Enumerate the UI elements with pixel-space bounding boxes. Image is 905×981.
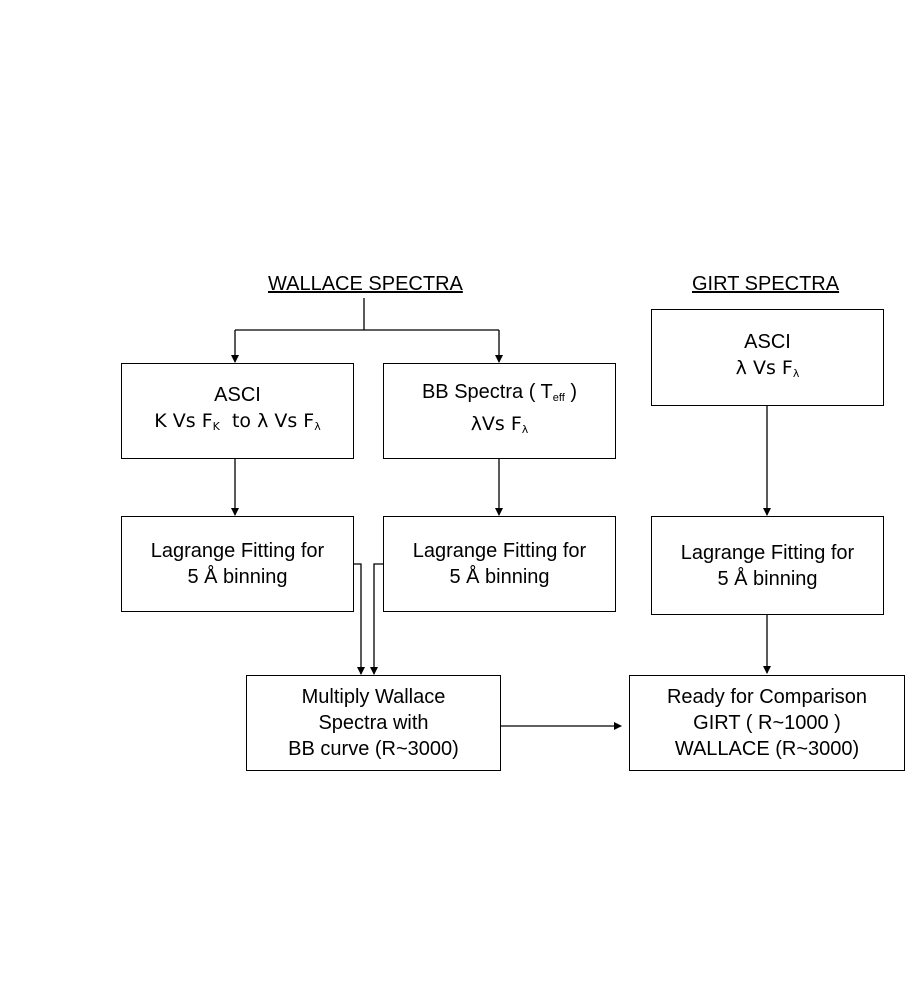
wallace-asci-title: ASCI <box>214 384 261 406</box>
wallace-spectra-heading: WALLACE SPECTRA <box>268 273 463 295</box>
multiply-wallace-box: Multiply Wallace Spectra with BB curve (… <box>246 675 501 771</box>
lagrange-fitting-right-box: Lagrange Fitting for 5 Å binning <box>651 516 884 615</box>
flowchart: WALLACE SPECTRA GIRT SPECTRA ASCI K Vs F… <box>121 273 905 771</box>
girt-asci-title: ASCI <box>744 330 791 353</box>
lagrange-fitting-left-box: Lagrange Fitting for 5 Å binning <box>121 516 354 612</box>
bb-spectra-box: BB Spectra ( Teff ) λVs Fλ <box>383 363 616 459</box>
bb-spectra-axes: λVs Fλ <box>470 413 529 436</box>
girt-asci-axes: λ Vs Fλ <box>735 356 800 380</box>
connector-lines <box>231 298 771 730</box>
wallace-asci-conversion: K Vs FK to λ Vs Fλ <box>154 410 321 433</box>
arrow-lagrange-mid-to-multiply <box>370 563 384 675</box>
arrow-lagrange-left-to-multiply <box>353 563 365 675</box>
bb-spectra-title: BB Spectra ( Teff ) <box>421 381 578 404</box>
girt-asci-box: ASCI λ Vs Fλ <box>651 309 884 406</box>
wallace-asci-box: ASCI K Vs FK to λ Vs Fλ <box>121 363 354 459</box>
ready-for-comparison-box: Ready for Comparison GIRT ( R~1000 ) WAL… <box>629 675 905 771</box>
girt-spectra-heading: GIRT SPECTRA <box>692 273 840 295</box>
lagrange-fitting-mid-box: Lagrange Fitting for 5 Å binning <box>383 516 616 612</box>
